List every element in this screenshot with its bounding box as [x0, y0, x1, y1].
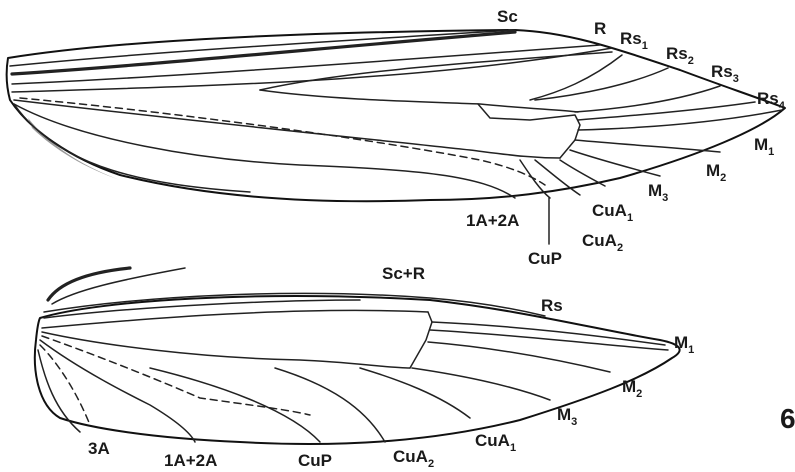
forewing-label-rs4: Rs4	[757, 89, 786, 112]
hindwing-discal-cell-lower	[42, 332, 410, 368]
forewing-label-rs1: Rs1	[620, 29, 648, 52]
hindwing-discal-cell-upper	[42, 310, 428, 328]
hindwing-label-cua2: CuA2	[393, 447, 434, 470]
figure-number: 6	[780, 403, 795, 434]
hindwing-label-m2: M2	[622, 377, 642, 400]
forewing-rs4-vein	[578, 102, 755, 120]
forewing-m3-vein	[570, 150, 660, 176]
hindwing-cua2-vein	[275, 368, 385, 442]
hindwing-costal-curl-1	[48, 268, 130, 300]
forewing-cua1-vein	[560, 160, 605, 186]
hindwing-label-1a2a: 1A+2A	[164, 451, 217, 470]
hindwing-anal-vein-1	[40, 340, 195, 442]
hindwing-m2-vein	[428, 342, 610, 372]
forewing-discal-cell-lower	[260, 90, 578, 112]
forewing-dashed-vein	[20, 98, 545, 185]
forewing-sc-vein	[12, 32, 515, 74]
hindwing-dashed-vein	[42, 336, 310, 415]
hindwing-label-m1: M1	[674, 333, 694, 356]
forewing-label-m2: M2	[706, 161, 726, 184]
forewing-label-sc: Sc	[497, 7, 518, 26]
hindwing-label-cup: CuP	[298, 451, 332, 470]
hindwing-label-m3: M3	[557, 405, 577, 428]
forewing-m2-vein	[575, 140, 720, 152]
forewing-label-rs3: Rs3	[711, 62, 739, 85]
hindwing-label-rs: Rs	[541, 296, 563, 315]
hindwing-label-scr: Sc+R	[382, 264, 425, 283]
forewing-anal-vein-1	[14, 104, 515, 198]
forewing-label-rs2: Rs2	[666, 44, 694, 67]
hindwing-label-3a: 3A	[88, 439, 110, 458]
forewing-label-1a2a: 1A+2A	[466, 211, 519, 230]
forewing-discal-cell-end	[478, 104, 580, 158]
forewing-label-m1: M1	[754, 135, 774, 158]
forewing: Sc R Rs1 Rs2 Rs3 Rs4 M1 M2 M3 CuA1 CuA2 …	[7, 7, 786, 268]
forewing-label-m3: M3	[648, 181, 668, 204]
forewing-label-cua1: CuA1	[592, 201, 633, 224]
forewing-label-cup: CuP	[528, 249, 562, 268]
hindwing-label-cua1: CuA1	[475, 431, 516, 454]
hindwing-rs-vein	[432, 322, 665, 345]
forewing-rs1-vein	[530, 55, 622, 100]
forewing-label-r: R	[594, 19, 606, 38]
hindwing-cup-vein	[150, 368, 320, 442]
hindwing-discal-cell-end	[410, 312, 432, 368]
forewing-rs2-vein	[535, 68, 668, 100]
forewing-label-cua2: CuA2	[582, 231, 623, 254]
forewing-m1-vein	[578, 110, 782, 130]
hindwing: Sc+R Rs M1 M2 M3 CuA1 CuA2 CuP 1A+2A 3A	[35, 264, 694, 470]
forewing-r-vein	[12, 48, 612, 92]
